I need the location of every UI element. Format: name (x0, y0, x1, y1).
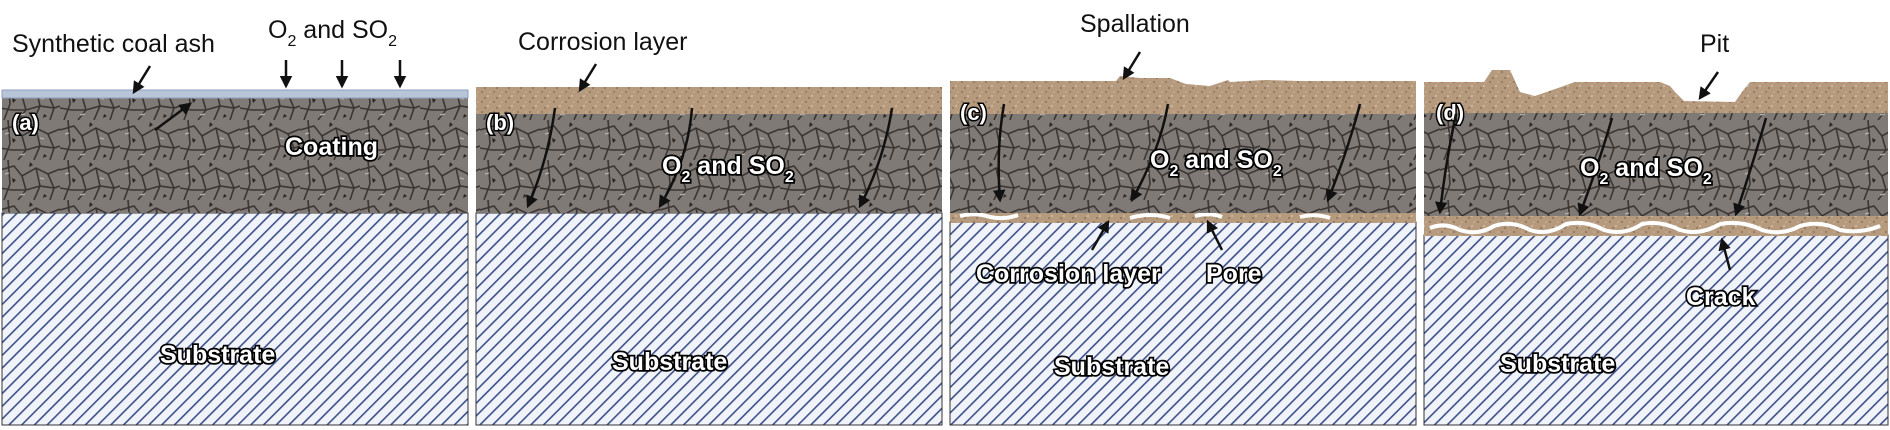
diffusion-arrow (1130, 103, 1170, 203)
gas-label: O2 and SO2 (662, 152, 794, 186)
corrosion-layer (950, 76, 1416, 114)
diffusion-arrow (658, 107, 694, 209)
gas-label: O2 and SO2 (1580, 154, 1712, 188)
substrate-layer (475, 212, 943, 426)
diffusion-arrow (858, 107, 894, 209)
substrate-label: Substrate (1500, 350, 1615, 378)
coating-layer (1424, 112, 1888, 216)
gas-label: O2 and SO2 (1150, 146, 1282, 180)
diffusion-arrow (992, 103, 1006, 203)
panel-label: (c) (960, 100, 987, 125)
substrate-layer (1423, 234, 1889, 426)
panel-c: (c) Spallation O2 and SO2 Corrosion laye… (949, 10, 1417, 426)
substrate-layer (949, 221, 1417, 426)
panel-b: (b) Corrosion layer O2 and SO2 Substrate (475, 28, 943, 426)
corrosion-layer (1424, 70, 1888, 113)
corrosion-layer (476, 87, 942, 114)
substrate-label: Substrate (612, 348, 727, 376)
annotation-label: Corrosion layer (518, 28, 688, 56)
interface-label: Pore (1206, 260, 1262, 288)
coating-layer (2, 97, 468, 213)
interface-label: Crack (1686, 283, 1756, 311)
diffusion-arrow (1733, 117, 1768, 217)
substrate-label: Substrate (160, 341, 275, 369)
ash-pointer-arrow (132, 65, 152, 95)
spallation-pointer-arrow (1122, 51, 1142, 81)
crack-line (1429, 220, 1881, 235)
panel-label: (d) (1436, 100, 1464, 125)
diffusion-arrow (1434, 113, 1458, 215)
interface-corrosion-layer (950, 213, 1416, 223)
pores (959, 212, 1331, 221)
pore-pointer-arrow (1206, 219, 1224, 251)
annotation-label: Pit (1700, 30, 1729, 58)
coating-layer (950, 113, 1416, 213)
corrosion-pointer-arrow (578, 63, 598, 93)
substrate-label: Substrate (1054, 353, 1169, 381)
crack-pointer-arrow (1718, 237, 1732, 271)
diffusion-arrow (1325, 103, 1362, 203)
panel-label: (b) (486, 110, 514, 135)
penetration-arrow (154, 102, 193, 132)
diffusion-arrow (1577, 117, 1614, 217)
substrate-layer (1, 212, 469, 426)
interface-label: Corrosion layer (976, 260, 1161, 288)
panel-d: (d) Pit O2 and SO2 Crack Substrate (1423, 30, 1889, 426)
coating-label: Coating (285, 133, 378, 161)
annotation-label: Synthetic coal ash (12, 30, 215, 58)
diffusion-arrow (526, 107, 557, 209)
coal-ash-layer (1, 89, 469, 99)
corrosion-layer-pointer-arrow (1090, 219, 1110, 251)
pit-pointer-arrow (1698, 71, 1720, 101)
panel-label: (a) (12, 110, 39, 135)
panel-a: (a) Synthetic coal ash O2 and SO2 Coatin… (1, 16, 469, 426)
annotation-label: Spallation (1080, 10, 1190, 38)
gas-annotation: O2 and SO2 (268, 16, 397, 50)
